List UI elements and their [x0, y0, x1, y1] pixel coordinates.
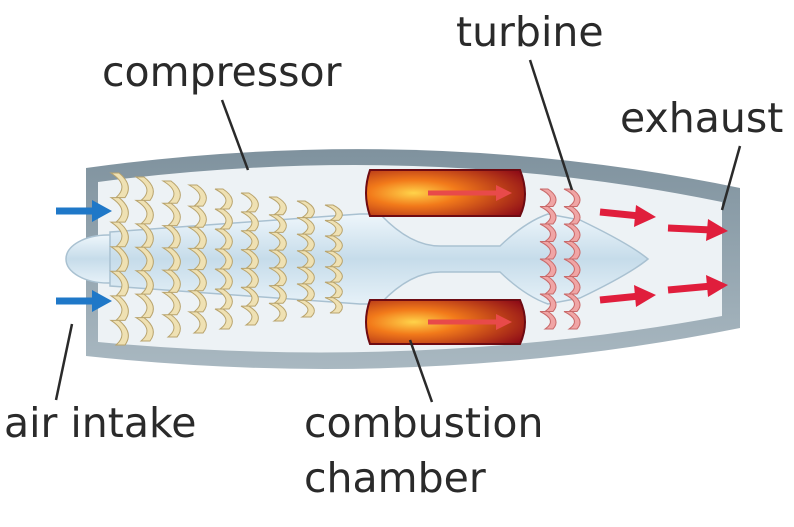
combustion-chamber-bottom: [366, 300, 525, 344]
combustion-chamber-label-line1: combustion: [304, 403, 543, 444]
air-intake-label: air intake: [4, 403, 197, 444]
combustion-chamber-label-line2: chamber: [304, 458, 486, 499]
combustion-chamber-top: [366, 170, 525, 216]
turbine-label: turbine: [456, 12, 604, 53]
exhaust-label: exhaust: [620, 98, 783, 139]
air-intake-leader: [56, 324, 72, 400]
compressor-label: compressor: [102, 52, 341, 93]
